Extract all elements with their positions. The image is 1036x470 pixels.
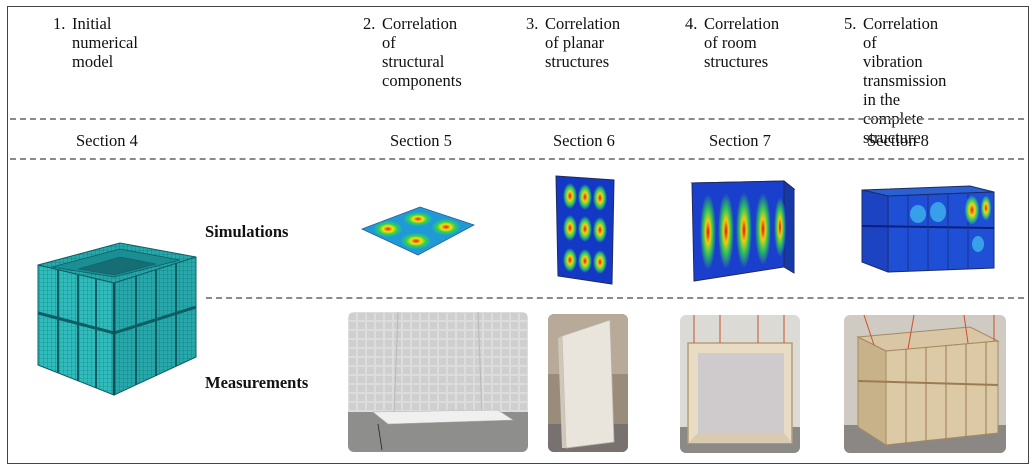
- section-4-label: Section 4: [76, 131, 138, 150]
- measurements-label: Measurements: [205, 373, 309, 392]
- meas-room-photo: [680, 315, 800, 453]
- section-8-label: Section 8: [867, 131, 929, 150]
- divider-header: [10, 118, 1024, 120]
- meas-panel-photo: [548, 314, 628, 452]
- simulations-label: Simulations: [205, 222, 289, 241]
- section-5-label: Section 5: [390, 131, 452, 150]
- sim-plate-image: [358, 203, 478, 259]
- initial-model-image: [28, 235, 208, 405]
- meas-complete-photo: [844, 315, 1006, 453]
- meas-plate-photo: [348, 312, 528, 452]
- sim-complete-image: [858, 182, 998, 274]
- divider-sections: [10, 158, 1024, 160]
- section-7-label: Section 7: [709, 131, 771, 150]
- divider-rows: [206, 297, 1024, 299]
- section-6-label: Section 6: [553, 131, 615, 150]
- sim-panel-image: [552, 172, 620, 287]
- sim-room-image: [688, 177, 798, 285]
- figure-frame: 1. Initial numerical model 2. Correlatio…: [7, 6, 1029, 464]
